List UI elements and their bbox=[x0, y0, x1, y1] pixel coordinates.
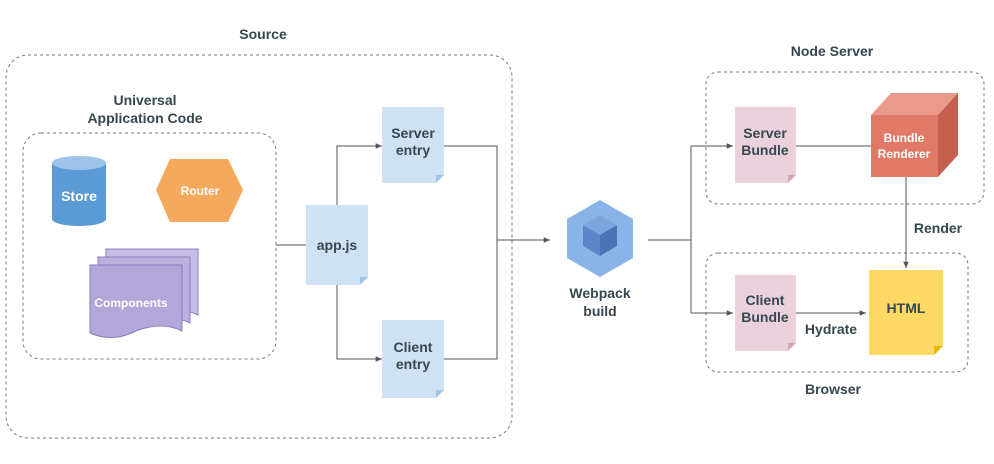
html-doc bbox=[869, 270, 943, 355]
client-entry-doc bbox=[382, 320, 444, 398]
client-bundle-doc-fold bbox=[788, 343, 796, 351]
universal-container bbox=[22, 132, 277, 360]
server-entry-label-line-2: entry bbox=[396, 142, 430, 158]
html-node: HTML bbox=[869, 270, 943, 355]
router-label: Router bbox=[181, 184, 220, 198]
renderer-label-line-2: Renderer bbox=[878, 147, 931, 161]
source-group: Source bbox=[5, 26, 513, 439]
bundle-renderer-node: Bundle Renderer bbox=[871, 93, 958, 177]
client-bundle-node: Client Bundle bbox=[735, 275, 796, 351]
webpack-cube-right bbox=[600, 225, 617, 256]
connectors bbox=[276, 143, 909, 362]
server-bundle-label-line-1: Server bbox=[743, 125, 787, 141]
client-entry-node: Client entry bbox=[382, 320, 444, 398]
connector-appjs-to-server-entry bbox=[336, 143, 382, 205]
store-cylinder-body bbox=[52, 163, 106, 226]
node-server-group: Node Server bbox=[705, 43, 985, 205]
server-entry-doc-fold bbox=[436, 175, 444, 183]
node-server-label: Node Server bbox=[791, 43, 874, 59]
server-bundle-node: Server Bundle bbox=[735, 107, 796, 183]
webpack-label-line-2: build bbox=[583, 303, 616, 319]
components-sheet-front bbox=[89, 264, 183, 338]
webpack-cube-left bbox=[583, 225, 600, 256]
html-label: HTML bbox=[887, 300, 926, 316]
appjs-label: app.js bbox=[317, 237, 358, 253]
client-bundle-label-line-1: Client bbox=[746, 292, 785, 308]
client-bundle-label-line-2: Bundle bbox=[741, 309, 789, 325]
server-bundle-doc-fold bbox=[788, 175, 796, 183]
appjs-node: app.js bbox=[306, 205, 368, 285]
components-label: Components bbox=[94, 296, 168, 310]
appjs-doc bbox=[306, 205, 368, 285]
source-container bbox=[5, 54, 513, 439]
universal-label-line-2: Application Code bbox=[87, 110, 202, 126]
server-bundle-label-line-2: Bundle bbox=[741, 142, 789, 158]
universal-group: Universal Application Code bbox=[22, 92, 277, 360]
node-server-container bbox=[705, 71, 985, 205]
connector-appjs-to-client-entry bbox=[336, 285, 382, 362]
renderer-label-line-1: Bundle bbox=[884, 131, 925, 145]
server-entry-node: Server entry bbox=[382, 107, 444, 183]
html-doc-fold bbox=[934, 346, 943, 355]
store-label: Store bbox=[61, 188, 97, 204]
client-bundle-doc bbox=[735, 275, 796, 351]
connector-entries-bracket bbox=[444, 145, 498, 360]
client-entry-label-line-2: entry bbox=[396, 356, 430, 372]
renderer-cube-front bbox=[871, 115, 938, 177]
render-edge-label: Render bbox=[914, 220, 963, 236]
webpack-label-line-1: Webpack bbox=[569, 285, 630, 301]
components-node: Components bbox=[89, 248, 199, 338]
webpack-node: Webpack build bbox=[567, 200, 633, 319]
router-node: Router bbox=[156, 159, 243, 222]
renderer-cube-top bbox=[871, 93, 958, 115]
appjs-doc-fold bbox=[360, 277, 368, 285]
store-cylinder-top bbox=[52, 156, 106, 170]
router-hexagon bbox=[156, 159, 243, 222]
server-bundle-doc bbox=[735, 107, 796, 183]
client-entry-label-line-1: Client bbox=[394, 339, 433, 355]
client-entry-doc-fold bbox=[436, 390, 444, 398]
server-entry-label-line-1: Server bbox=[391, 125, 435, 141]
renderer-cube-side bbox=[938, 93, 958, 177]
source-label: Source bbox=[239, 26, 287, 42]
store-node: Store bbox=[52, 156, 106, 226]
hydrate-edge-label: Hydrate bbox=[805, 321, 857, 337]
browser-label: Browser bbox=[805, 381, 862, 397]
server-entry-doc bbox=[382, 107, 444, 183]
universal-label-line-1: Universal bbox=[113, 92, 176, 108]
